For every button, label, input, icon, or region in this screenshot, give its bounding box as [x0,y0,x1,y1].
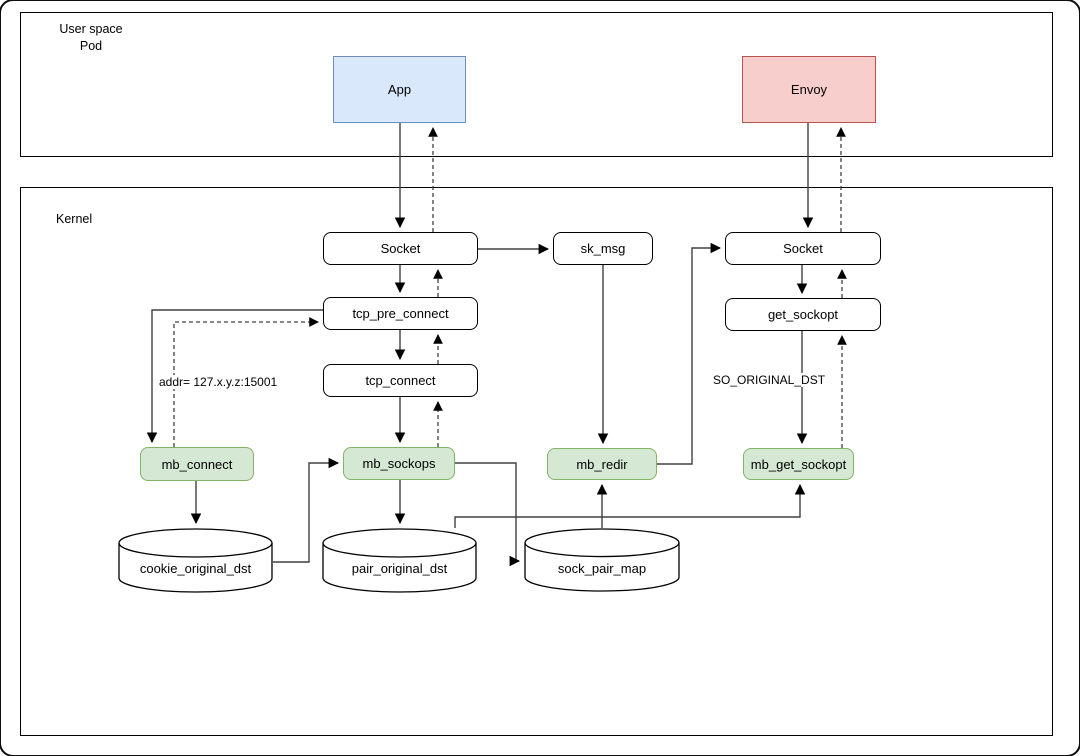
node-app: App [333,56,466,123]
edge-mb-sockops-to-sock-pair-map [455,462,521,567]
node-socket-left: Socket [323,232,478,265]
user-space-title: User space [59,22,123,36]
cylinder-shape [322,528,477,593]
node-cookie-original-dst: cookie_original_dst [118,528,273,593]
cylinder-label: cookie_original_dst [139,561,252,576]
node-envoy: Envoy [742,56,876,123]
node-pair-original-dst: pair_original_dst [322,528,477,593]
cylinder-label: pair_original_dst [351,561,448,576]
edge-cookie-original-dst-to-mb-sockops [273,457,340,563]
edge-tcp-pre-connect-to-mb-connect [146,309,323,444]
node-mb-connect: mb_connect [140,447,254,481]
edge-pair-original-dst-to-mb-get-sockopt [454,483,806,528]
cylinder-shape [524,528,680,592]
node-mb-sockops: mb_sockops [343,447,455,480]
edge-mb-redir-to-socket-right [657,242,722,465]
node-tcp-pre-connect: tcp_pre_connect [323,297,478,330]
node-tcp-connect: tcp_connect [323,364,478,397]
node-sk-msg: sk_msg [553,232,653,265]
node-mb-get-sockopt: mb_get_sockopt [743,448,854,480]
node-socket-right: Socket [725,232,881,265]
cylinder-label: sock_pair_map [557,561,647,576]
user-space-label: User space Pod [41,21,141,55]
kernel-container: Kernel [20,187,1053,736]
user-space-container: User space Pod [20,12,1053,157]
node-get-sockopt: get_sockopt [725,298,881,331]
cylinder-shape [118,528,273,593]
node-mb-redir: mb_redir [547,448,657,480]
node-sock-pair-map: sock_pair_map [524,528,680,592]
edge-label-addr: addr= 127.x.y.z:15001 [157,375,280,389]
pod-title: Pod [79,39,103,53]
edge-mb-connect-to-tcp-pre-connect-dashed [173,317,319,447]
edge-label-so-original-dst: SO_ORIGINAL_DST [711,373,828,387]
kernel-label: Kernel [56,212,93,226]
